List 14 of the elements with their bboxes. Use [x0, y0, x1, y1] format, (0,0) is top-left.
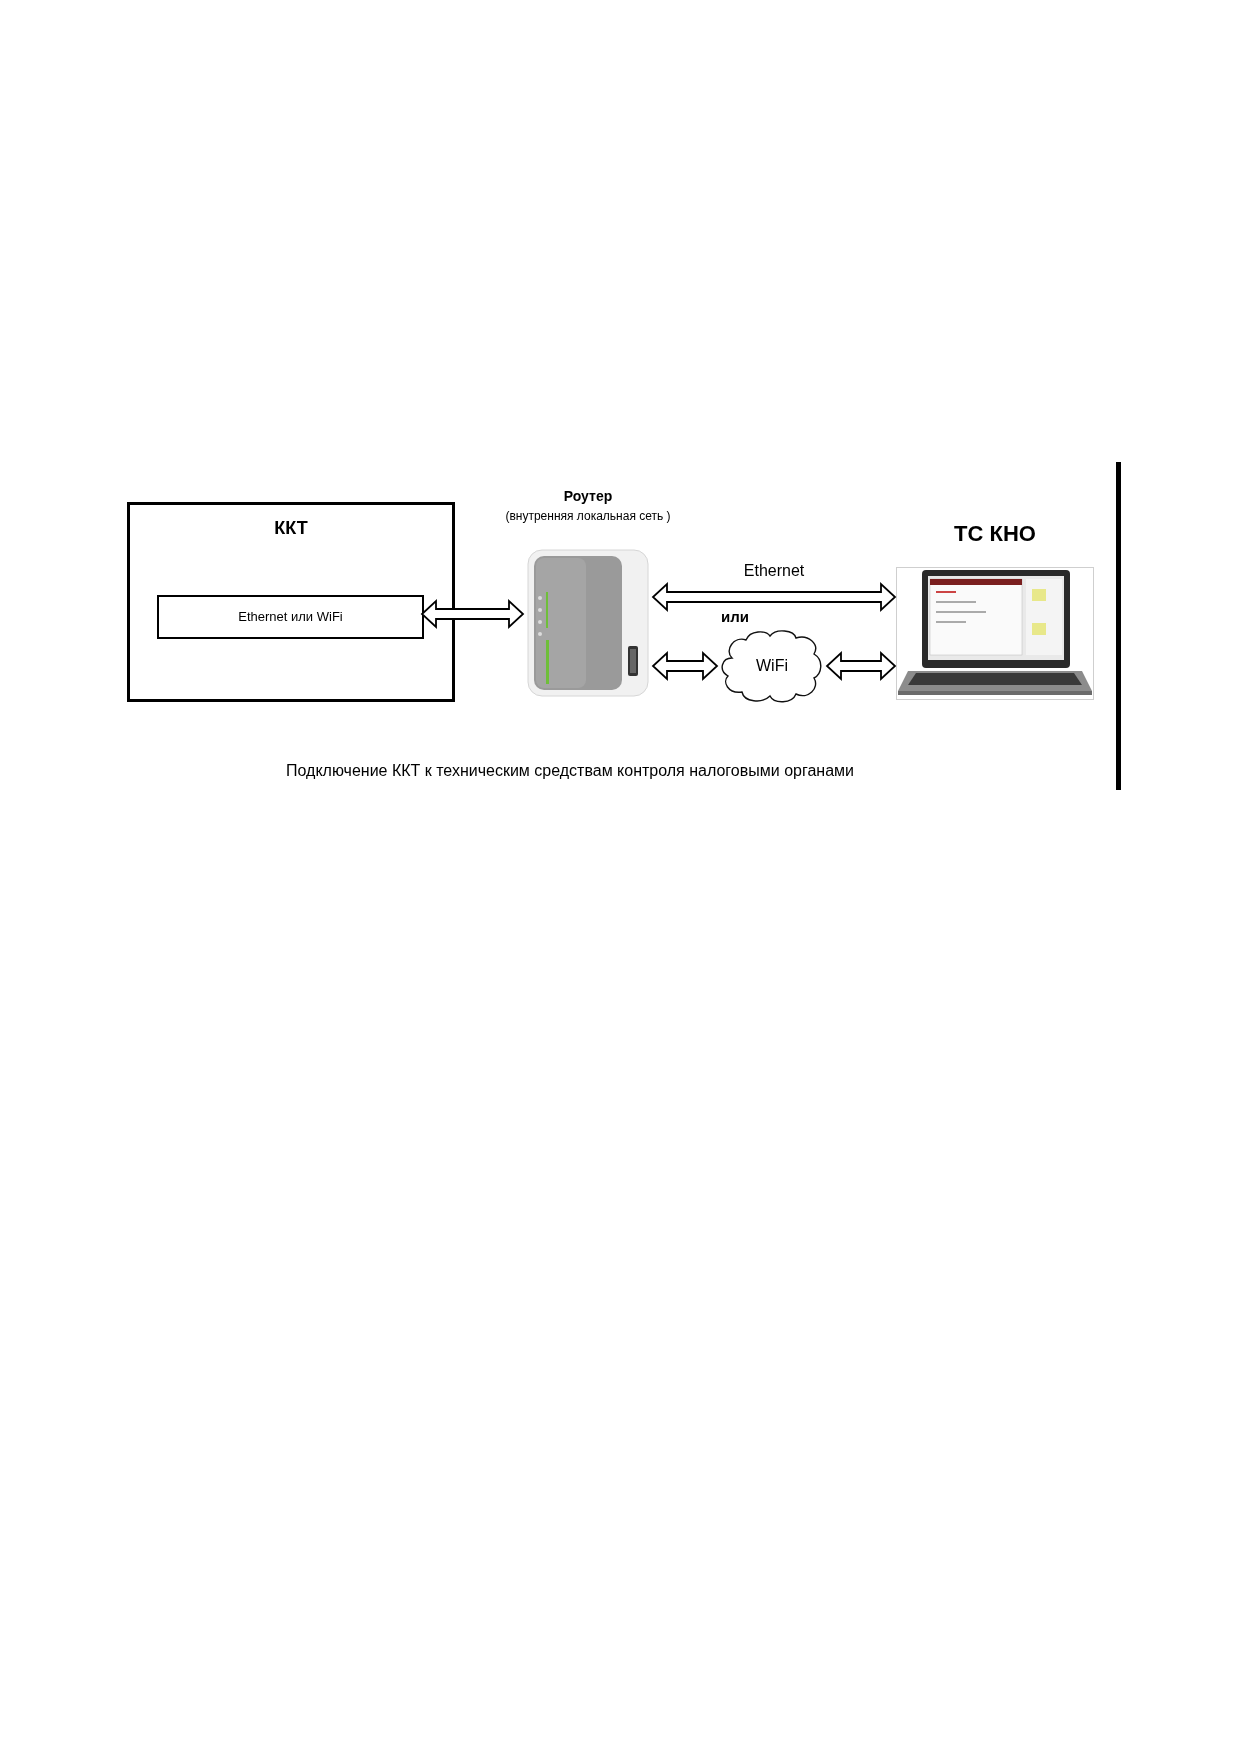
- caption: Подключение ККТ к техническим средствам контроля налоговыми органами: [285, 761, 855, 781]
- device-subtitle: (внутренняя локальная сеть ): [505, 508, 671, 525]
- alternative-label: или: [721, 607, 749, 627]
- double-arrow: [651, 650, 719, 682]
- device-title: Роутер: [563, 487, 613, 506]
- device-title: ТС КНО: [953, 520, 1037, 548]
- box-heading: ККТ: [273, 517, 309, 540]
- device-box: [127, 502, 455, 702]
- cloud-label: WiFi: [756, 656, 788, 676]
- double-arrow: [651, 581, 897, 613]
- double-arrow: [420, 598, 525, 630]
- double-arrow: [825, 650, 897, 682]
- box-label: Ethernet или WiFi: [238, 608, 343, 627]
- interface-box: [157, 595, 424, 639]
